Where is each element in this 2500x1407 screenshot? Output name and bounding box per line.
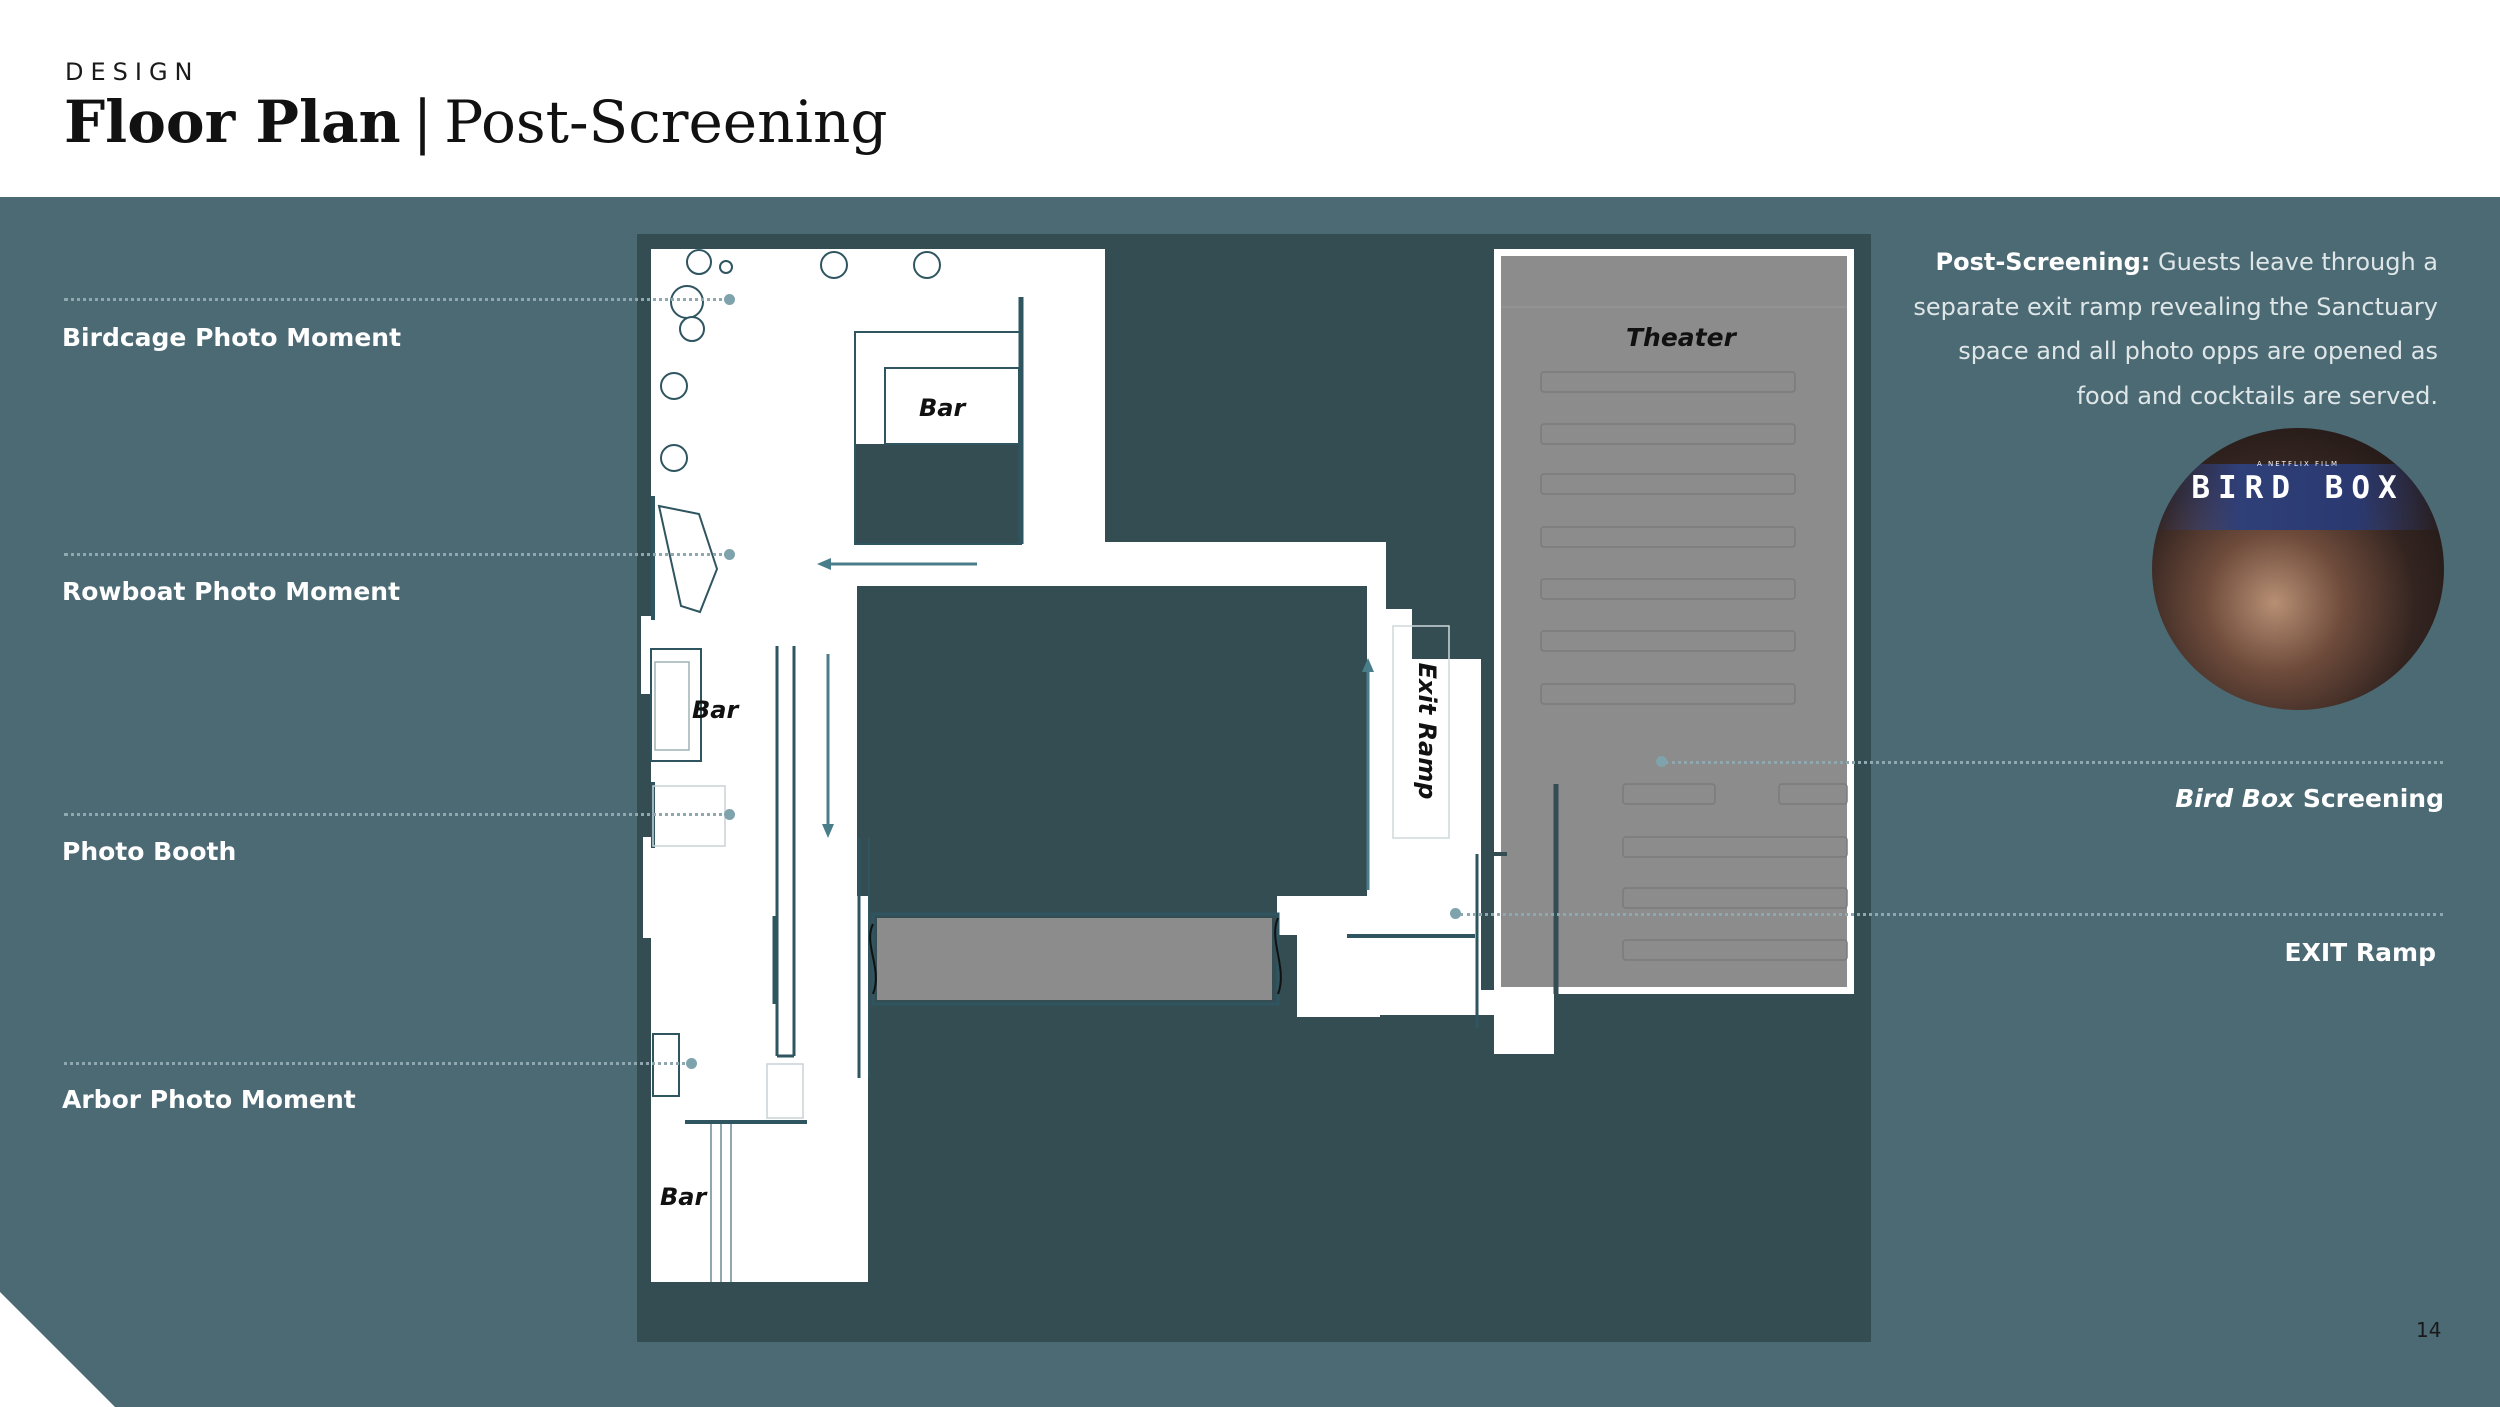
bird-box-poster: A NETFLIX FILM BIRD BOX [2152, 428, 2444, 710]
theater-label: Theater [1626, 323, 1736, 352]
birdcage-marker [724, 294, 735, 305]
birdcage-label: Birdcage Photo Moment [62, 323, 402, 352]
bar-top-label: Bar [919, 394, 966, 422]
rowboat-leader [64, 553, 730, 556]
description-body: Guests leave through a separate exit ram… [1913, 248, 2438, 410]
bar-top-counter [855, 444, 1019, 544]
bar-mid-outline [650, 648, 702, 762]
section-kicker: DESIGN [65, 58, 200, 86]
screening-label-rest: Screening [2294, 784, 2444, 813]
photo-booth-marker [724, 809, 735, 820]
exit-ramp-area [1392, 625, 1450, 839]
corner-accent [0, 1292, 115, 1407]
theater-seat-rows [1540, 371, 1848, 961]
arbor-marker [686, 1058, 697, 1069]
rowboat-marker [724, 549, 735, 560]
poster-blindfold [2152, 464, 2444, 530]
screening-label-italic: Bird Box [2175, 784, 2295, 813]
exit-ramp-marker [1450, 908, 1461, 919]
title-separator: | [412, 88, 433, 156]
header: DESIGN Floor Plan|Post-Screening [0, 0, 2500, 197]
screening-label: Bird Box Screening [1900, 784, 2444, 813]
flow-arrows [817, 558, 1374, 890]
bar-bottom-label: Bar [660, 1183, 707, 1211]
poster-tagline: A NETFLIX FILM [2257, 460, 2339, 468]
photo-booth-label: Photo Booth [62, 837, 237, 866]
courtyard [857, 586, 1367, 896]
screening-marker [1656, 756, 1667, 767]
exit-ramp-leader [1460, 913, 2443, 916]
post-screening-description: Post-Screening: Guests leave through a s… [1910, 240, 2438, 418]
birdcage-leader [64, 298, 730, 301]
description-lead: Post-Screening: [1935, 248, 2151, 276]
exit-ramp-plan-label: Exit Ramp [1413, 662, 1441, 800]
gallery-walkway [877, 918, 1272, 1000]
page-number: 14 [2416, 1318, 2442, 1342]
arbor-prop [652, 1033, 680, 1097]
exit-ramp-label: EXIT Ramp [2284, 938, 2436, 967]
rowboat-prop [657, 504, 719, 614]
floor-plan: Bar Bar Bar Theater Exit Ramp [637, 234, 1871, 1342]
arbor-leader [64, 1062, 691, 1065]
floor-plan-drawing [641, 249, 1854, 1282]
poster-title: BIRD BOX [2191, 470, 2405, 506]
page-title: Floor Plan|Post-Screening [64, 88, 888, 156]
title-bold: Floor Plan [64, 88, 401, 156]
title-light: Post-Screening [444, 88, 888, 156]
photo-booth-leader [64, 813, 730, 816]
bar-mid-label: Bar [692, 696, 739, 724]
screening-leader [1665, 761, 2443, 764]
birdcage-props [660, 249, 941, 472]
theater-seating [1501, 256, 1847, 987]
arbor-label: Arbor Photo Moment [62, 1085, 356, 1114]
rowboat-label: Rowboat Photo Moment [62, 577, 401, 606]
